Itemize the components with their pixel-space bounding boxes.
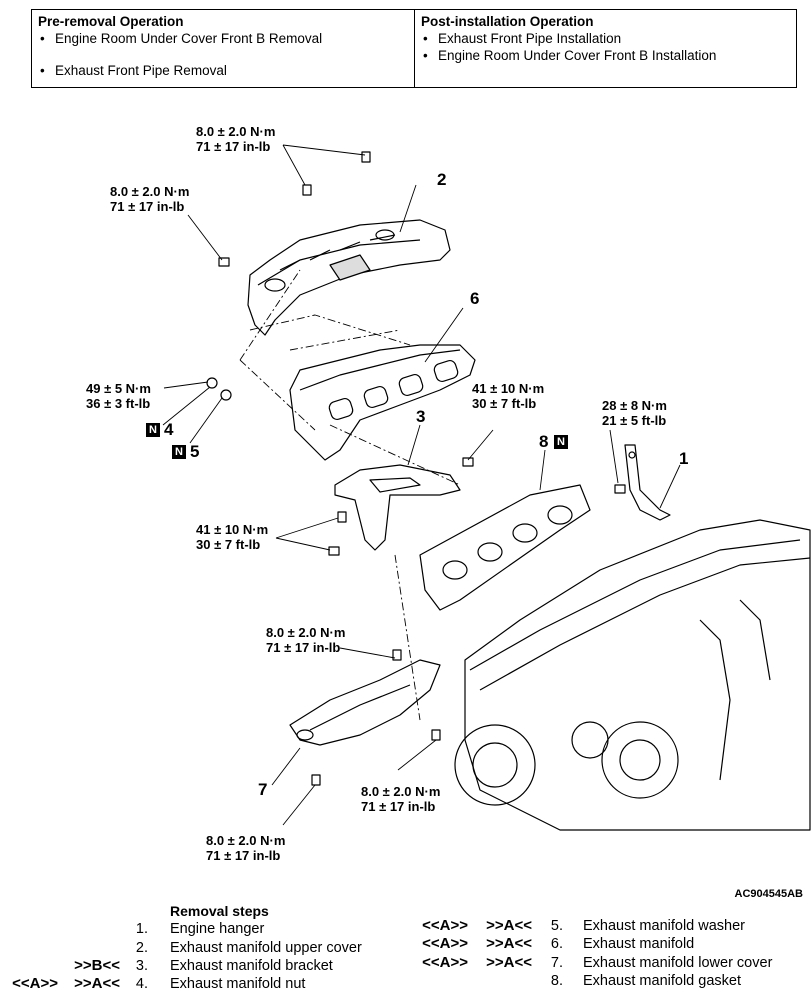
engine-hanger-shape [624, 444, 671, 521]
part-number-2: 2 [437, 170, 447, 189]
post-installation-heading: Post-installation Operation [421, 14, 594, 29]
engine-block-shape [454, 519, 811, 831]
figure-code: AC904545AB [734, 888, 803, 900]
part-number-1: 1 [679, 449, 689, 468]
removal-steps-title: Removal steps [170, 903, 269, 919]
manifold-gasket-shape [419, 484, 591, 611]
pre-removal-item: Engine Room Under Cover Front B Removal [38, 30, 408, 47]
pre-removal-heading: Pre-removal Operation [38, 14, 184, 29]
part-number-5: 5 [190, 442, 200, 461]
pre-removal-column: Pre-removal Operation Engine Room Under … [32, 10, 415, 87]
upper-cover-shape [247, 219, 451, 336]
manifold-bracket-shape [334, 464, 461, 551]
part-number-8: 8 [539, 432, 549, 451]
post-installation-item: Engine Room Under Cover Front B Installa… [421, 47, 790, 64]
part-number-3: 3 [416, 407, 426, 426]
new-part-badge: N [172, 445, 186, 459]
pre-removal-item: Exhaust Front Pipe Removal [38, 62, 408, 79]
pre-removal-list: Engine Room Under Cover Front B Removal … [38, 30, 408, 79]
exhaust-manifold-illustration [162, 144, 811, 831]
post-installation-column: Post-installation Operation Exhaust Fron… [415, 10, 796, 87]
post-installation-list: Exhaust Front Pipe Installation Engine R… [421, 30, 790, 64]
post-installation-item: Exhaust Front Pipe Installation [421, 30, 790, 47]
part-number-4: 4 [164, 420, 174, 439]
leader-lines [162, 144, 681, 826]
exhaust-manifold-shape [289, 344, 476, 461]
new-part-badge: N [146, 423, 160, 437]
operations-table: Pre-removal Operation Engine Room Under … [31, 9, 797, 88]
lower-cover-shape [289, 659, 441, 746]
part-number-6: 6 [470, 289, 480, 308]
part-number-7: 7 [258, 780, 268, 799]
new-part-badge: N [554, 435, 568, 449]
bolt-shapes [206, 151, 626, 786]
